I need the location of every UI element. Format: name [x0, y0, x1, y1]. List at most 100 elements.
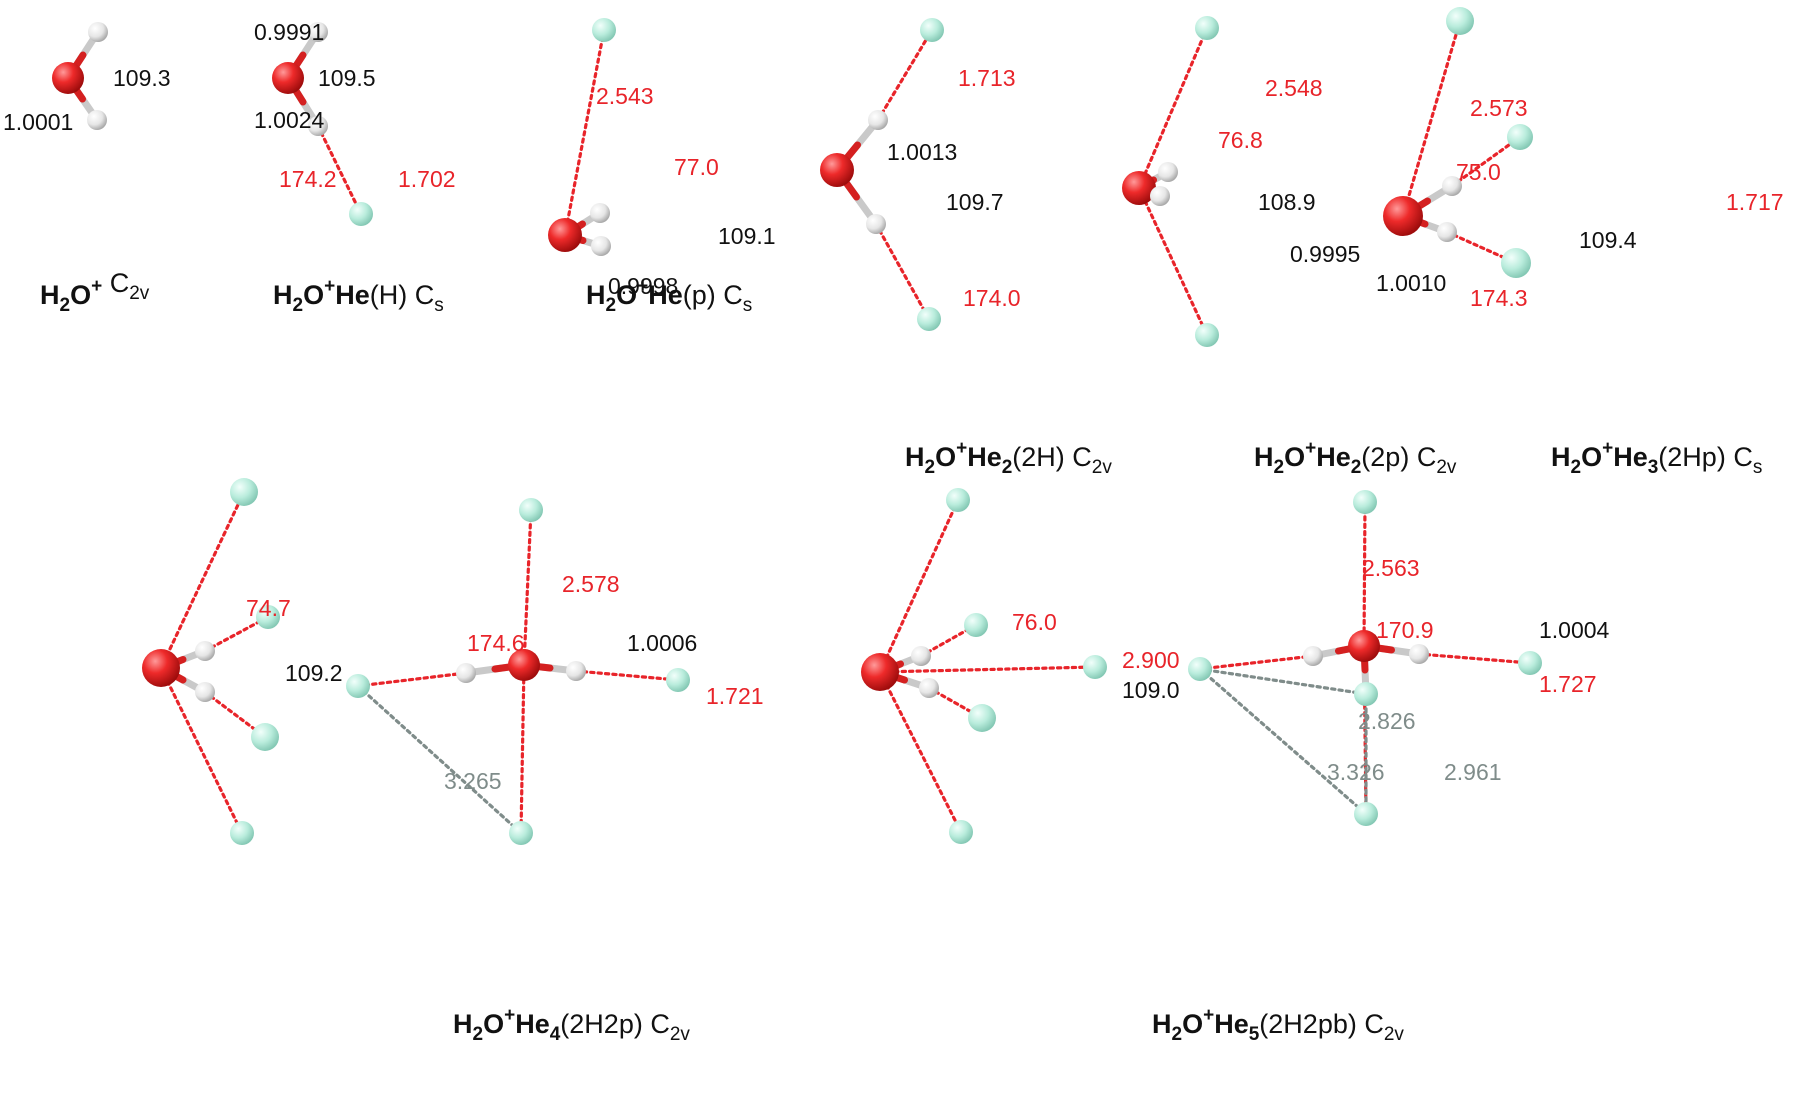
measurement-label: 0.9998: [608, 273, 678, 299]
he-he-line: [1198, 667, 1368, 816]
helium-atom: [519, 498, 543, 522]
hydrogen-atom: [919, 678, 939, 698]
measurement-label: 1.0013: [887, 139, 957, 165]
contact-line: [878, 665, 1097, 674]
helium-atom: [1195, 323, 1219, 347]
contact-lines-layer: [159, 19, 1532, 835]
contact-line: [1137, 186, 1209, 337]
helium-atom: [1188, 657, 1212, 681]
measurement-label: 3.326: [1327, 759, 1385, 785]
hydrogen-atom: [308, 22, 328, 42]
contact-line: [1362, 500, 1367, 648]
hydrogen-atom: [911, 646, 931, 666]
helium-atom: [230, 478, 258, 506]
contact-line: [1198, 654, 1315, 671]
hydrogen-atom: [87, 110, 107, 130]
contact-line: [1450, 135, 1522, 188]
oxygen-atom: [548, 218, 582, 252]
contact-line: [878, 670, 963, 834]
structure-caption: H2O+He(p) Cs: [586, 276, 752, 316]
hydrogen-atom: [195, 641, 215, 661]
contact-line: [159, 490, 246, 670]
helium-atom: [968, 704, 996, 732]
measurement-label: 109.3: [113, 65, 171, 91]
hydrogen-atom: [1442, 176, 1462, 196]
contact-line: [522, 508, 533, 667]
measurement-label: 2.573: [1470, 95, 1528, 121]
helium-atom: [666, 668, 690, 692]
measurement-label: 76.0: [1012, 609, 1057, 635]
contact-line: [519, 663, 526, 835]
measurement-label: 2.563: [1362, 555, 1420, 581]
helium-atom: [946, 488, 970, 512]
contact-line: [159, 666, 244, 835]
helium-atom: [1507, 124, 1533, 150]
hydrogen-atom: [88, 22, 108, 42]
measurement-label: 109.2: [285, 660, 343, 686]
measurement-label: 2.578: [562, 571, 620, 597]
helium-atom: [920, 18, 944, 42]
hydrogen-atom: [566, 661, 586, 681]
oxygen-atom: [52, 62, 84, 94]
captions-layer: H2O+ C2v H2O+He(H) Cs H2O+He(p) Cs H2O+He2(…: [40, 268, 1762, 1045]
structure-caption: H2O+ C2v: [40, 268, 150, 316]
measurement-label: 2.961: [1444, 759, 1502, 785]
measurement-label: 75.0: [1456, 159, 1501, 185]
helium-atom: [1446, 7, 1474, 35]
oxygen-atom: [142, 649, 180, 687]
helium-atom: [349, 202, 373, 226]
measurement-label: 3.265: [444, 768, 502, 794]
measurement-label: 174.3: [1470, 285, 1528, 311]
oxygen-atom: [272, 62, 304, 94]
hydrogen-atom: [866, 214, 886, 234]
oxygen-atom: [861, 653, 899, 691]
helium-atom: [1501, 248, 1531, 278]
structure-caption: H2O+He(H) Cs: [273, 276, 444, 316]
measurement-label: 1.721: [706, 683, 764, 709]
measurement-label: 174.6: [467, 630, 525, 656]
contact-line: [878, 498, 960, 674]
measurement-label: 1.0024: [254, 107, 325, 133]
hydrogen-atom: [591, 236, 611, 256]
atoms-layer: [52, 7, 1542, 845]
contact-line: [563, 28, 606, 237]
he-he-line: [356, 684, 523, 835]
contact-line: [874, 222, 931, 321]
hydrogen-atom: [456, 663, 476, 683]
measurement-label: 1.713: [958, 65, 1016, 91]
oxygen-atom: [508, 649, 540, 681]
structure-caption: H2O+He2(2p) C2v: [1254, 438, 1457, 478]
contact-line: [574, 669, 680, 682]
helium-atom: [230, 821, 254, 845]
measurement-label: 1.702: [398, 166, 456, 192]
measurement-label: 109.7: [946, 189, 1004, 215]
helium-atom: [256, 605, 280, 629]
measurement-label: 1.0004: [1539, 617, 1610, 643]
helium-atom: [1083, 655, 1107, 679]
helium-atom: [509, 821, 533, 845]
measurement-label: 174.2: [279, 166, 337, 192]
measurement-label: 74.7: [246, 595, 291, 621]
measurement-label: 109.5: [318, 65, 376, 91]
measurement-label: 2.543: [596, 83, 654, 109]
measurement-label: 2.826: [1358, 708, 1416, 734]
measurement-label: 0.9995: [1290, 241, 1360, 267]
hydrogen-atom: [1150, 186, 1170, 206]
contact-line: [1401, 19, 1462, 218]
helium-atom: [1353, 490, 1377, 514]
helium-atom: [1195, 16, 1219, 40]
helium-atom: [1354, 802, 1378, 826]
measurement-label: 2.900: [1122, 647, 1180, 673]
measurement-label: 1.717: [1726, 189, 1784, 215]
hydrogen-atom: [195, 682, 215, 702]
he-he-line: [1198, 667, 1368, 696]
helium-atom: [917, 307, 941, 331]
measurement-label: 1.0010: [1376, 270, 1446, 296]
measurement-label: 1.0001: [3, 109, 73, 135]
helium-atom: [1354, 682, 1378, 706]
contact-line: [356, 671, 468, 688]
measurement-label: 170.9: [1376, 617, 1434, 643]
